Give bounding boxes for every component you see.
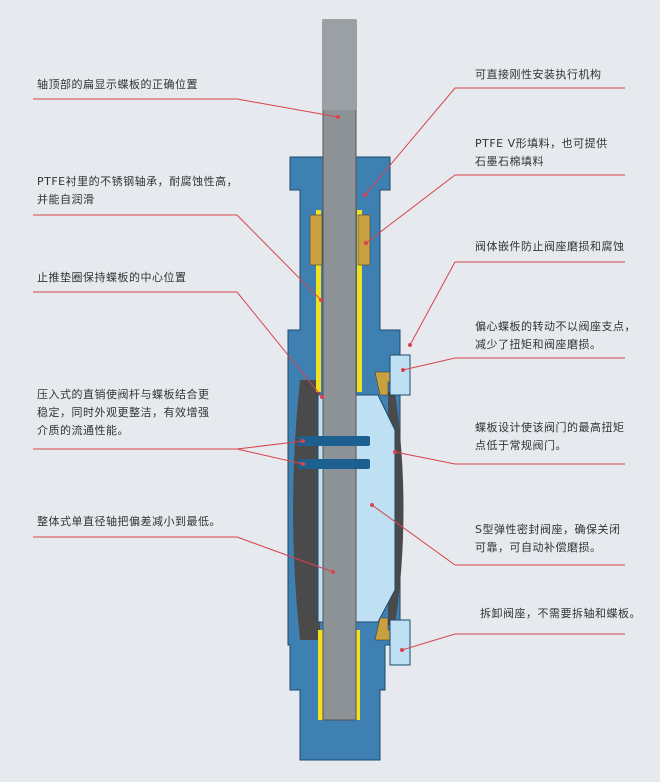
label-single-shaft: 整体式单直径轴把偏差减小到最低。 [37,513,221,531]
label-ptfe-bearing: PTFE衬里的不锈钢轴承，耐腐蚀性高， 并能自润滑 [37,173,238,209]
label-v-packing: PTFE V形填料，也可提供石墨石棉填料 [475,135,608,171]
label-line: 偏心蝶板的转动不以阀座支点， [475,320,636,333]
label-body-insert: 阀体嵌件防止阀座磨损和腐蚀 [475,238,625,256]
v-packing-right [357,214,371,266]
label-line: 可靠，可自动补偿磨损。 [475,541,602,554]
label-seat-removal: 拆卸阀座，不需要拆轴和蝶板。 [480,605,641,623]
label-line: 蝶板设计使该阀门的最高扭矩 [475,421,625,434]
taper-pin-1 [298,436,370,446]
label-line: PTFE V形填料，也可提供 [475,137,608,150]
v-packing-left [309,214,323,266]
label-line: 阀体嵌件防止阀座磨损和腐蚀 [475,240,625,253]
label-line: S型弹性密封阀座，确保关闭 [475,523,621,536]
left-seat-ring [293,380,320,640]
label-line: 并能自润滑 [37,193,95,206]
label-line: 点低于常规阀门。 [475,439,567,452]
label-line: 减少了扭矩和阀座磨损。 [475,338,602,351]
label-disc-torque: 蝶板设计使该阀门的最高扭矩点低于常规阀门。 [475,419,625,455]
label-shaft-flat: 轴顶部的扁显示蝶板的正确位置 [37,76,198,94]
bearing-lining-top [316,210,321,392]
taper-pin-2 [298,459,370,469]
label-line: 石墨石棉填料 [475,155,544,168]
seat-retainer-top [389,354,411,396]
label-thrust-washer: 止推垫圈保持蝶板的中心位置 [37,269,187,287]
label-line: 可直接刚性安装执行机构 [475,68,602,81]
label-line: 轴顶部的扁显示蝶板的正确位置 [37,78,198,91]
label-line: 介质的流通性能。 [37,424,129,437]
shaft [322,19,357,721]
label-s-seat: S型弹性密封阀座，确保关闭可靠，可自动补偿磨损。 [475,521,620,557]
label-line: 整体式单直径轴把偏差减小到最低。 [37,515,221,528]
leader-lines [33,87,625,651]
seat-retainer-bottom [389,619,411,666]
shaft-top-flat [323,20,356,110]
label-line: PTFE衬里的不锈钢轴承，耐腐蚀性高， [37,175,239,188]
leader-dots [301,115,412,652]
bearing-lining-top-right [357,210,362,392]
label-eccentric-disc: 偏心蝶板的转动不以阀座支点， 减少了扭矩和阀座磨损。 [475,318,636,354]
label-line: 止推垫圈保持蝶板的中心位置 [37,271,187,284]
label-actuator-mount: 可直接刚性安装执行机构 [475,66,602,84]
label-press-pin: 压入式的直销使阀杆与蝶板结合更稳定，同时外观更整洁，有效增强介质的流通性能。 [37,386,210,440]
label-line: 稳定，同时外观更整洁，有效增强 [37,406,210,419]
label-line: 拆卸阀座，不需要拆轴和蝶板。 [480,607,641,620]
label-line: 压入式的直销使阀杆与蝶板结合更 [37,388,210,401]
